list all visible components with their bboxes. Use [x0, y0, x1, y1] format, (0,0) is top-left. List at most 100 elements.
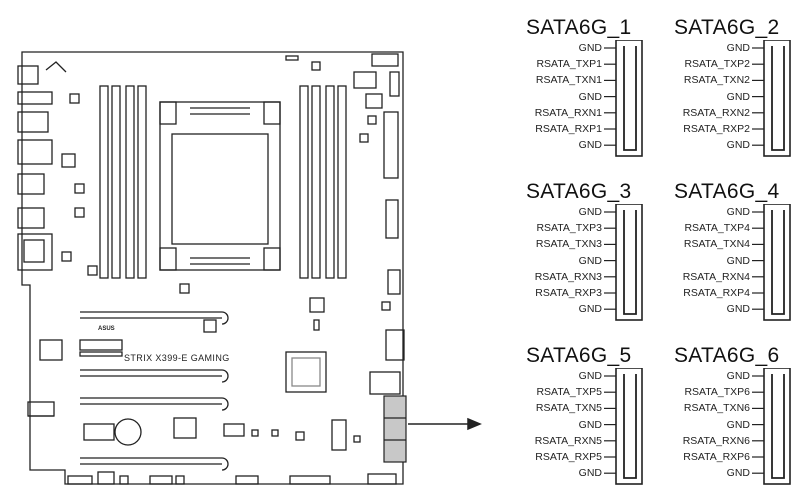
sata-connector-drawing [752, 368, 791, 485]
pin-label: RSATA_RXP3 [535, 287, 602, 299]
cpu-socket [159, 101, 281, 271]
cpu-power-connector [353, 71, 377, 89]
connector-housing [615, 40, 643, 157]
connector-key [623, 210, 637, 315]
pin-label: RSATA_RXP5 [535, 451, 602, 463]
connector-housing [615, 368, 643, 485]
connector-key [771, 374, 785, 479]
pin-label: GND [578, 139, 602, 152]
pin-label: RSATA_TXP4 [684, 222, 750, 235]
connector-key [623, 374, 637, 479]
cpu-power-connector [365, 93, 383, 109]
pin-label: RSATA_TXP6 [684, 386, 750, 399]
pin-label: RSATA_RXN2 [682, 106, 750, 119]
pin-label: RSATA_TXN1 [535, 74, 602, 87]
pin-label: GND [578, 254, 602, 267]
connector-title: SATA6G_1 [526, 16, 632, 39]
sata-connector-drawing [604, 40, 643, 157]
pin-label: GND [726, 139, 750, 152]
board-model-label: STRIX X399-E GAMING [124, 353, 230, 363]
pin-label: GND [578, 206, 602, 218]
dimm-slot [299, 85, 309, 279]
dimm-slot [111, 85, 121, 279]
connector-title: SATA6G_2 [674, 16, 780, 39]
pin-label: GND [726, 254, 750, 267]
pin-label: RSATA_RXP2 [683, 123, 750, 135]
sata-connector-drawing [752, 204, 791, 321]
pin-label: GND [726, 90, 750, 103]
rear-io-port [17, 65, 39, 85]
sata-connector-drawing [752, 40, 791, 157]
rear-io-port [17, 207, 45, 229]
dimm-slot [137, 85, 147, 279]
pin-label: RSATA_TXN2 [683, 74, 750, 87]
pin-label: RSATA_TXP1 [536, 58, 602, 71]
pcie-slot [79, 339, 123, 357]
rear-io-port [17, 233, 53, 271]
pin-label: GND [578, 418, 602, 431]
pin-label: RSATA_TXN5 [535, 402, 602, 415]
rear-io-port [17, 173, 45, 195]
pcie-slot [80, 397, 229, 411]
pin-label: RSATA_RXP6 [683, 451, 750, 463]
dimm-slot [325, 85, 335, 279]
pcie-slot [80, 311, 229, 325]
battery [114, 418, 142, 446]
pin-label: GND [726, 206, 750, 218]
connector-key [771, 46, 785, 151]
dimm-slot [337, 85, 347, 279]
pin-label: RSATA_RXP1 [535, 123, 602, 135]
connector-housing [615, 204, 643, 321]
brand-logo: ASUS [98, 326, 115, 332]
connector-key [771, 210, 785, 315]
pin-label: RSATA_RXN6 [682, 434, 750, 447]
pin-label: RSATA_RXN5 [534, 434, 602, 447]
wifi-antenna-icon [45, 61, 67, 73]
usb-header [385, 199, 399, 239]
pin-label: RSATA_TXN3 [535, 238, 602, 251]
callout-arrow [408, 417, 482, 431]
pin-label: RSATA_RXN1 [534, 106, 602, 119]
pin-label: GND [726, 303, 750, 316]
pin-label: GND [578, 90, 602, 103]
connector-housing [763, 40, 791, 157]
pin-label: GND [578, 303, 602, 316]
sata-connector-block [383, 395, 407, 463]
sata-connector-drawing [604, 204, 643, 321]
dimm-slot [311, 85, 321, 279]
pin-label: GND [726, 42, 750, 54]
rear-io-port [17, 111, 49, 133]
sata-connector-drawing [604, 368, 643, 485]
pin-label: RSATA_TXP2 [684, 58, 750, 71]
board-outline [21, 51, 404, 485]
pin-label: GND [726, 418, 750, 431]
connector-housing [763, 204, 791, 321]
pin-label: RSATA_RXN3 [534, 270, 602, 283]
pin-label: RSATA_TXN6 [683, 402, 750, 415]
connector-title: SATA6G_3 [526, 180, 632, 203]
pin-label: GND [726, 467, 750, 480]
pin-label: GND [726, 370, 750, 382]
dimm-slot [125, 85, 135, 279]
pin-label: GND [578, 42, 602, 54]
connector-housing [763, 368, 791, 485]
rear-io-port [17, 91, 53, 105]
chipset [285, 351, 327, 393]
m2-slot [331, 419, 347, 451]
pin-label: RSATA_RXP4 [683, 287, 750, 299]
connector-title: SATA6G_5 [526, 344, 632, 367]
pin-label: RSATA_TXN4 [683, 238, 750, 251]
dimm-slot [99, 85, 109, 279]
pin-label: GND [578, 467, 602, 480]
cpu-socket-inner [171, 133, 269, 245]
atx-power-connector [383, 111, 399, 179]
pin-label: RSATA_TXP5 [536, 386, 602, 399]
connector-key [623, 46, 637, 151]
pcie-slot [80, 457, 229, 471]
rear-io-port [17, 139, 53, 165]
connector-title: SATA6G_6 [674, 344, 780, 367]
connector-title: SATA6G_4 [674, 180, 780, 203]
pin-label: RSATA_TXP3 [536, 222, 602, 235]
pin-label: GND [578, 370, 602, 382]
